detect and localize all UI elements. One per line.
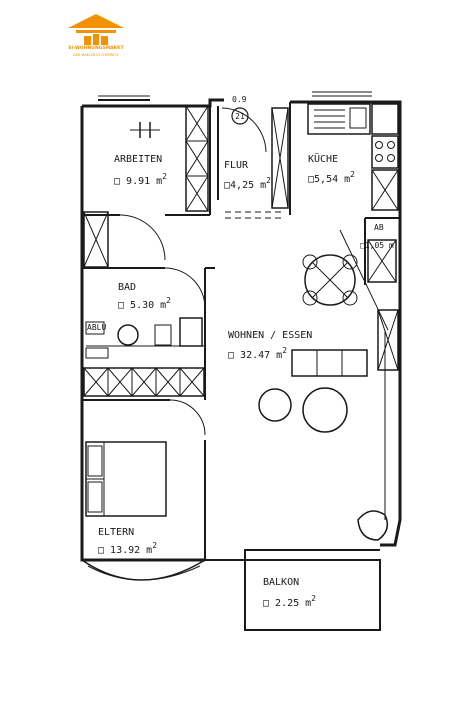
room-name-kueche: KÜCHE [308, 152, 338, 165]
room-name-bad: BAD [118, 282, 136, 293]
room-name-arbeiten: ARBEITEN [114, 154, 162, 165]
room-name-balkon: BALKON [263, 577, 299, 588]
circle-marker [231, 107, 249, 125]
room-name-eltern: ELTERN [98, 527, 134, 538]
room-area-kueche: □5,54 m2 [308, 170, 355, 185]
room-area-arbeiten: □ 9.91 m2 [114, 172, 167, 187]
room-area-bad: □ 5.30 m2 [118, 296, 171, 311]
room-name-ab: AB [374, 223, 384, 232]
circle-number: 21 [235, 112, 245, 121]
house-icon [68, 14, 124, 45]
room-area-flur: □4,25 m2 [224, 176, 271, 191]
room-area-wohnen: □ 32.47 m2 [228, 346, 287, 361]
room-area-ab: □1,05 m [360, 241, 394, 250]
room-area-eltern: □ 13.92 m2 [98, 541, 157, 556]
room-name-flur: FLUR [224, 160, 249, 171]
company-logo: SI-WOHNUNGSMARKT DER MAKLER IN CHEMNITZ [64, 12, 128, 72]
room-name-ablu: ABLU [87, 323, 106, 332]
logo-tagline: DER MAKLER IN CHEMNITZ [73, 53, 119, 57]
room-name-wohnen: WOHNEN / ESSEN [228, 330, 312, 341]
logo-brand-text: SI-WOHNUNGSMARKT [68, 46, 124, 51]
room-area-balkon: □ 2.25 m2 [263, 594, 316, 609]
dimension-label: 0.9 [232, 95, 247, 104]
